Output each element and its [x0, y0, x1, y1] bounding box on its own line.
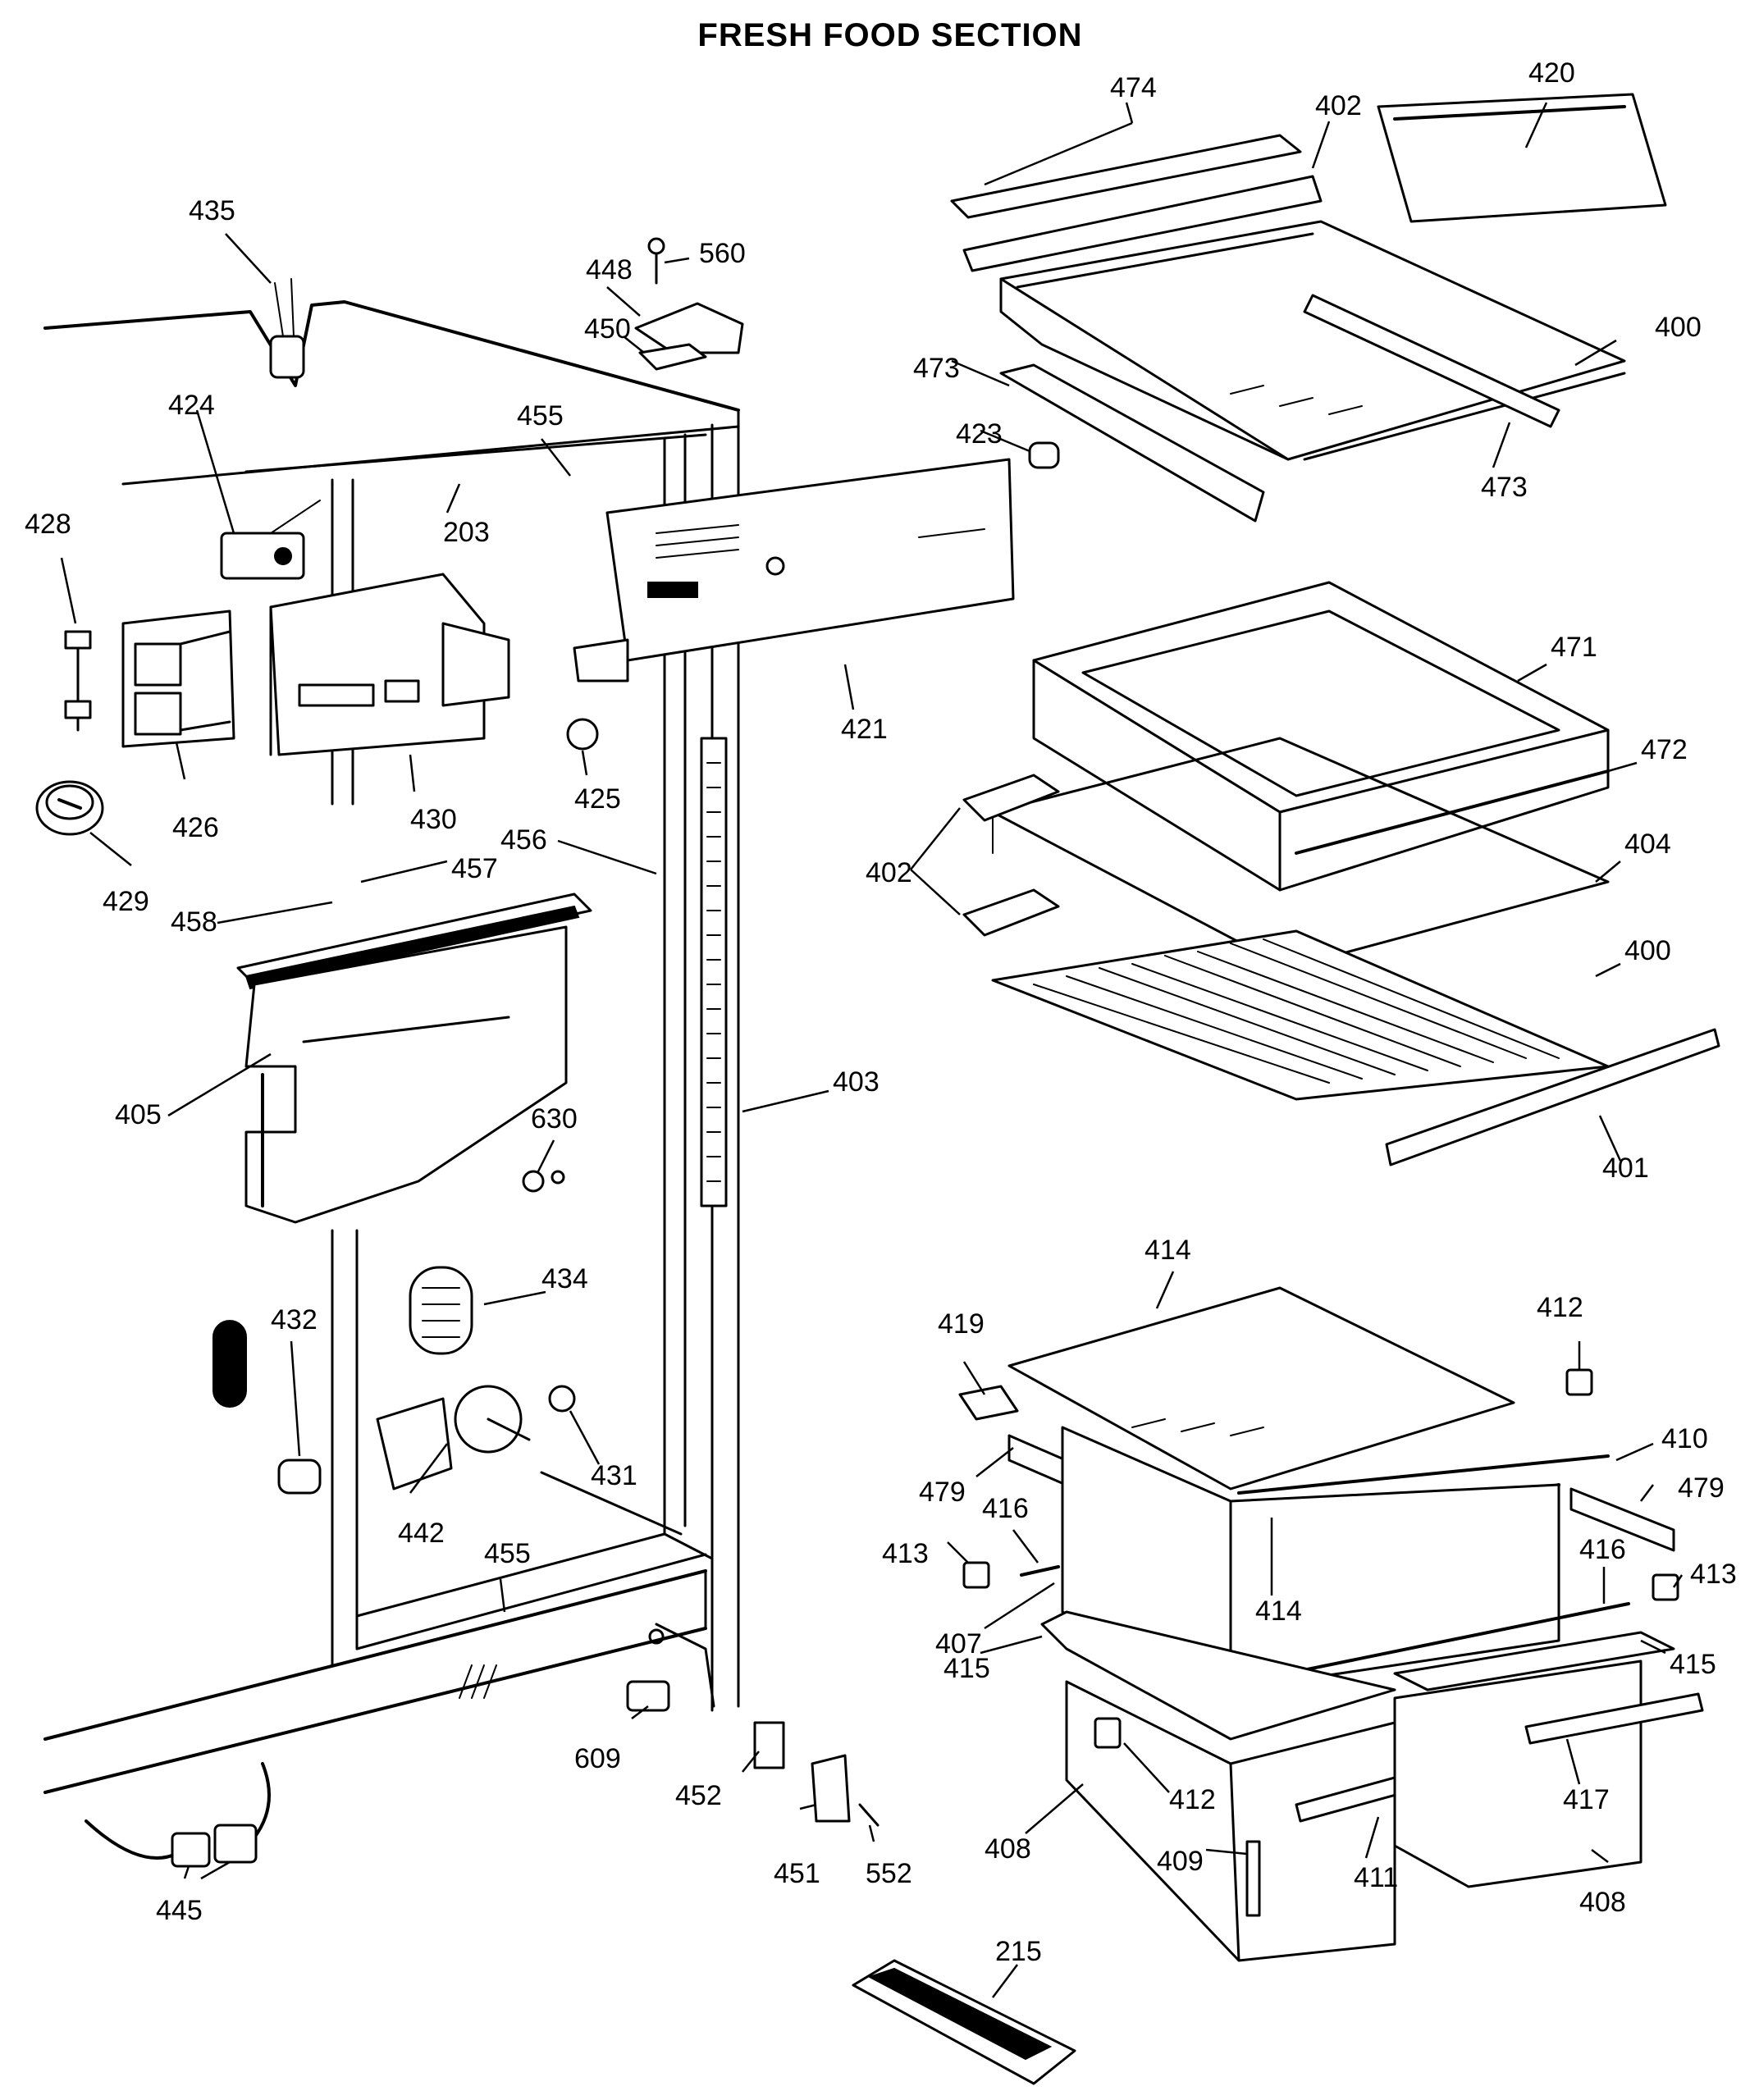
callout-408-a: 408 [985, 1833, 1031, 1865]
callout-413-a: 413 [882, 1538, 929, 1569]
callout-414-b: 414 [1255, 1596, 1302, 1627]
screw-552-icon [858, 1803, 880, 1827]
callout-215: 215 [995, 1936, 1042, 1967]
grommet-431-icon [548, 1385, 576, 1413]
callout-404: 404 [1624, 829, 1671, 860]
callout-412: 412 [1537, 1292, 1583, 1323]
callout-471: 471 [1551, 632, 1597, 663]
bumper-slot-icon [212, 1320, 247, 1408]
callout-412-b: 412 [1169, 1784, 1216, 1815]
meat-drawer-assembly [962, 581, 1720, 1166]
callout-428: 428 [25, 509, 71, 540]
callout-402-b: 402 [866, 857, 912, 888]
callout-408-b: 408 [1579, 1887, 1626, 1918]
callout-472: 472 [1641, 734, 1688, 765]
bracket-452-icon [753, 1721, 785, 1769]
lamp-socket [269, 278, 305, 379]
callout-442: 442 [398, 1518, 445, 1549]
callout-473-b: 473 [1481, 472, 1528, 503]
callout-552: 552 [866, 1858, 912, 1889]
callout-434: 434 [541, 1263, 588, 1294]
callout-431: 431 [591, 1460, 637, 1491]
light-switch [220, 500, 321, 580]
callout-429: 429 [103, 886, 149, 917]
callout-421: 421 [841, 714, 888, 745]
callout-455-b: 455 [484, 1538, 531, 1569]
callout-419: 419 [938, 1308, 985, 1340]
callout-473-a: 473 [913, 353, 960, 384]
callout-402: 402 [1315, 90, 1362, 121]
callout-432: 432 [271, 1304, 318, 1335]
dairy-compartment [236, 892, 592, 1224]
connector-609-icon [626, 1680, 670, 1712]
callout-456: 456 [500, 824, 547, 856]
wire-harness [85, 1762, 271, 1868]
callout-426: 426 [172, 812, 219, 843]
callout-414: 414 [1144, 1235, 1191, 1266]
crisper-assembly [958, 1286, 1704, 1962]
callout-403: 403 [833, 1066, 880, 1098]
callout-609: 609 [574, 1743, 621, 1774]
callout-435: 435 [189, 195, 235, 226]
callout-411: 411 [1354, 1862, 1398, 1893]
callout-409: 409 [1157, 1846, 1204, 1877]
callout-416-a: 416 [982, 1493, 1029, 1524]
control-panel [573, 458, 1015, 682]
callout-450: 450 [584, 313, 631, 345]
callout-labels: 474 402 420 400 473 473 423 435 448 560 … [25, 57, 1737, 1967]
callout-405: 405 [115, 1099, 162, 1130]
plug-630-icon [522, 1170, 545, 1193]
callout-458: 458 [171, 906, 217, 938]
shelf-support-rail [700, 737, 728, 1208]
damper-control [376, 1385, 531, 1491]
thermostat-knob [35, 780, 104, 836]
upper-shelf-assembly [950, 93, 1667, 523]
callout-401: 401 [1602, 1153, 1649, 1184]
callout-560: 560 [699, 238, 746, 269]
callout-474: 474 [1110, 72, 1157, 103]
callout-457: 457 [451, 853, 498, 884]
callout-425: 425 [574, 783, 621, 815]
callout-452: 452 [675, 1780, 722, 1811]
callout-410: 410 [1661, 1423, 1708, 1454]
callout-479-a: 479 [919, 1477, 966, 1508]
screw-425-icon [566, 718, 599, 751]
callout-630: 630 [531, 1103, 578, 1134]
plug-hole-icon [551, 1170, 565, 1185]
leader-lines [60, 102, 1684, 1998]
top-hinge [634, 237, 744, 371]
callout-416-b: 416 [1579, 1534, 1626, 1565]
callout-424: 424 [168, 390, 215, 421]
hinge-451-icon [811, 1754, 851, 1823]
bumper-432-icon [277, 1459, 322, 1495]
heater-element [64, 630, 92, 732]
callout-203: 203 [443, 517, 490, 548]
diagram-title: FRESH FOOD SECTION [697, 17, 1082, 53]
callout-400-b: 400 [1624, 935, 1671, 966]
vent-grille [409, 1266, 473, 1355]
callout-420: 420 [1528, 57, 1575, 89]
callout-415-a: 415 [943, 1653, 990, 1684]
storage-tray [852, 1959, 1076, 2085]
callout-445: 445 [156, 1895, 203, 1926]
callout-451: 451 [774, 1858, 820, 1889]
fastener-423-icon [1028, 441, 1060, 469]
callout-479-b: 479 [1678, 1472, 1725, 1504]
control-housing [121, 609, 235, 748]
callout-407: 407 [935, 1628, 982, 1659]
callout-400: 400 [1655, 312, 1702, 343]
callout-413-b: 413 [1690, 1559, 1737, 1590]
callout-423: 423 [956, 418, 1003, 450]
callout-430: 430 [410, 804, 457, 835]
callout-455-a: 455 [517, 400, 564, 431]
light-shield [269, 573, 510, 756]
callout-415-b: 415 [1670, 1649, 1716, 1680]
callout-448: 448 [586, 254, 633, 285]
callout-417: 417 [1563, 1784, 1610, 1815]
